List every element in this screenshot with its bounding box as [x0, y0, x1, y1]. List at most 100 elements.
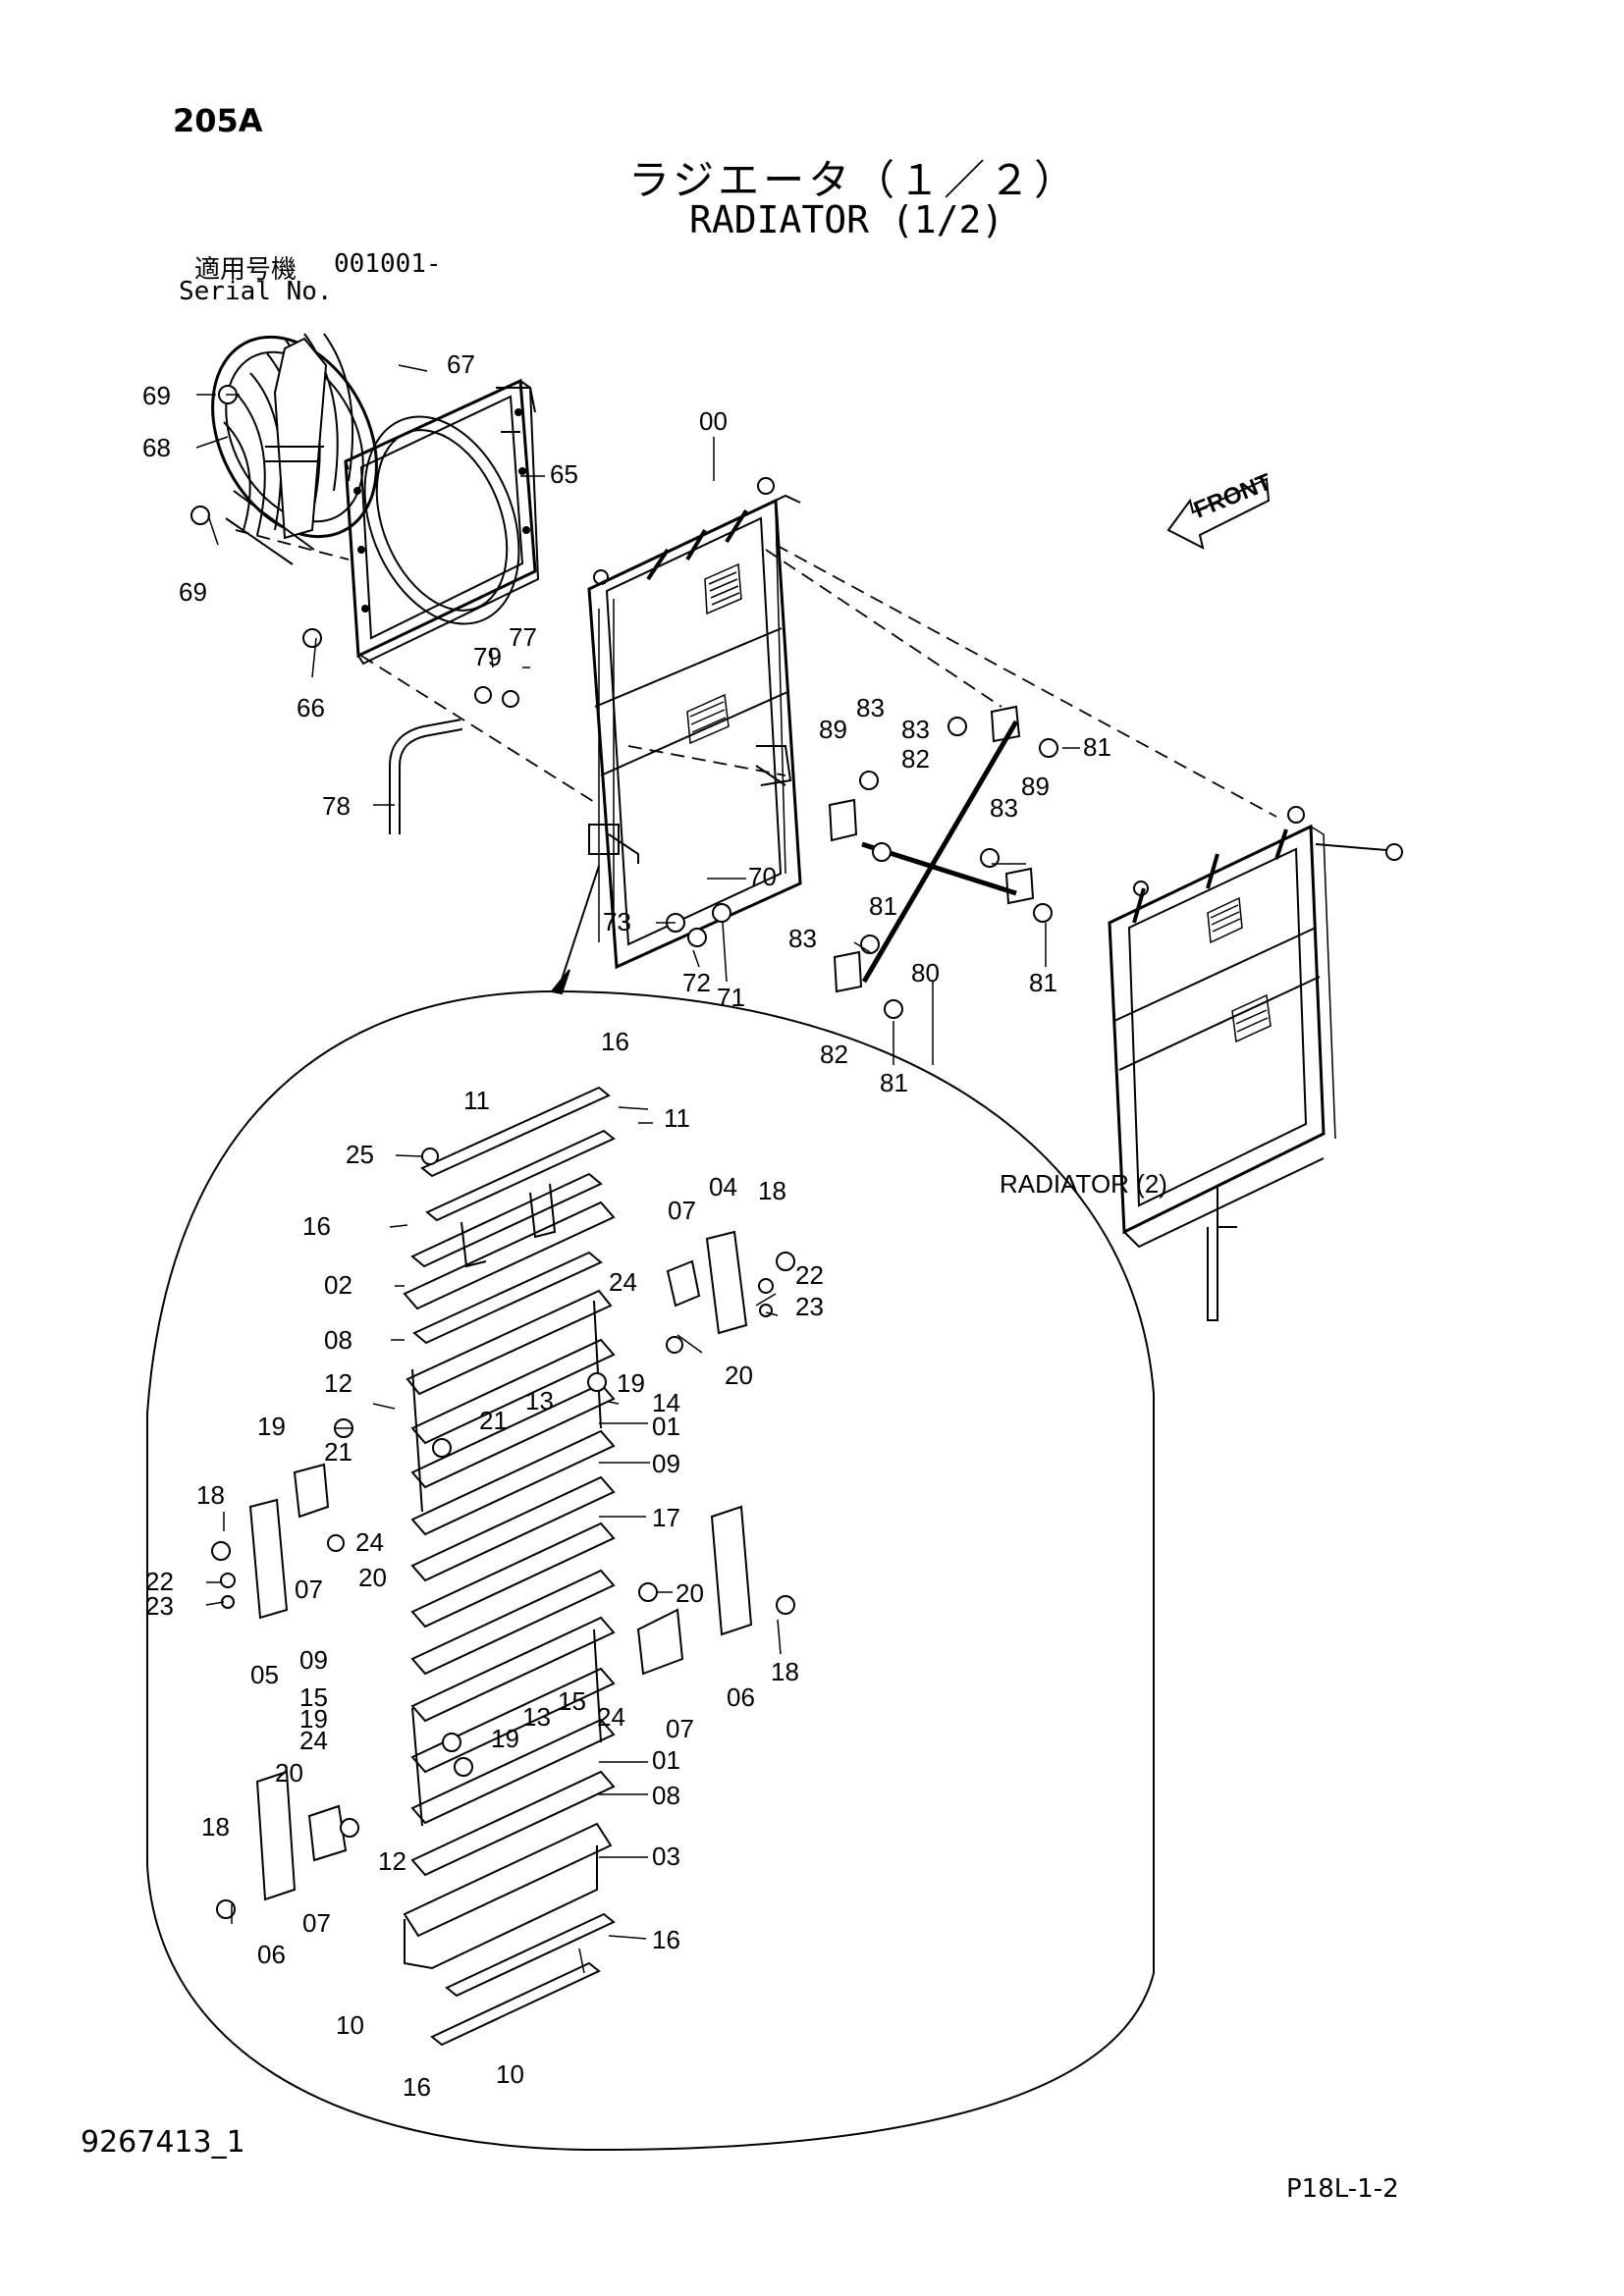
serial-number-value: 001001- — [334, 249, 442, 279]
fan-part-68 — [211, 333, 378, 565]
callout-13: 13 — [525, 1386, 554, 1415]
callout-20-b: 20 — [358, 1563, 387, 1592]
callout-08: 08 — [324, 1325, 352, 1355]
callout-13-b: 13 — [522, 1702, 551, 1732]
serial-label-japanese: 適用号機 — [194, 255, 298, 285]
bolt-group — [190, 385, 1058, 1019]
callout-83-d: 83 — [788, 924, 817, 953]
callout-19: 19 — [617, 1368, 645, 1398]
callout-22-b: 22 — [145, 1567, 174, 1596]
callout-16-c: 16 — [652, 1925, 680, 1954]
page-reference: P18L-1-2 — [1286, 2174, 1399, 2204]
callout-06: 06 — [727, 1682, 755, 1712]
callout-02: 02 — [324, 1270, 352, 1300]
callout-68: 68 — [142, 433, 171, 462]
callout-89-b: 89 — [1021, 772, 1050, 801]
callout-11: 11 — [463, 1086, 490, 1115]
callout-04: 04 — [709, 1172, 737, 1201]
hose-part-78 — [389, 719, 463, 834]
callout-79: 79 — [473, 642, 502, 671]
callout-23: 23 — [795, 1292, 824, 1321]
callout-20-d: 20 — [275, 1758, 303, 1788]
callout-12-b: 12 — [378, 1846, 406, 1876]
callout-16-b: 16 — [302, 1211, 331, 1241]
callout-05: 05 — [250, 1660, 279, 1689]
callout-10: 10 — [336, 2010, 364, 2040]
callout-82-b: 82 — [820, 1040, 848, 1069]
callout-14: 14 — [652, 1388, 680, 1417]
callout-03: 03 — [652, 1842, 680, 1871]
radiator-core-stack — [403, 1086, 616, 2047]
callout-71: 71 — [717, 983, 745, 1012]
callout-01: 01 — [652, 1412, 680, 1441]
callout-24: 24 — [609, 1267, 637, 1297]
radiator-2-label: RADIATOR (2) — [1000, 1169, 1167, 1199]
callout-83-b: 83 — [901, 715, 930, 744]
callout-21-b: 21 — [324, 1437, 352, 1467]
callout-81-d: 81 — [880, 1068, 908, 1097]
callout-81: 81 — [1083, 732, 1111, 762]
callout-83-c: 83 — [990, 793, 1018, 823]
serial-label-english: Serial No. — [179, 277, 333, 306]
section-code: 205A — [173, 102, 263, 139]
callout-06-b: 06 — [257, 1940, 286, 1969]
callout-15-b: 15 — [558, 1686, 586, 1716]
callout-12: 12 — [324, 1368, 352, 1398]
callout-09: 09 — [652, 1449, 680, 1478]
callout-89: 89 — [819, 715, 847, 744]
callout-20-c: 20 — [676, 1578, 704, 1608]
side-bracket-group — [248, 1230, 753, 1901]
shroud-part-65 — [344, 378, 540, 666]
callout-22: 22 — [795, 1260, 824, 1290]
callout-01-b: 01 — [652, 1745, 680, 1775]
callout-07-b: 07 — [295, 1575, 323, 1604]
callout-20: 20 — [725, 1361, 753, 1390]
callout-18-b: 18 — [196, 1480, 225, 1510]
callout-18: 18 — [758, 1176, 786, 1205]
callout-17: 17 — [652, 1503, 680, 1532]
callout-15: 15 — [299, 1682, 328, 1712]
callout-08-b: 08 — [652, 1781, 680, 1810]
callout-19-c: 19 — [299, 1704, 328, 1734]
callout-67: 67 — [447, 349, 475, 379]
callout-09-b: 09 — [299, 1645, 328, 1675]
callout-82: 82 — [901, 744, 930, 774]
callout-07: 07 — [668, 1196, 696, 1225]
callout-24-d: 24 — [299, 1726, 328, 1755]
callout-65: 65 — [550, 459, 578, 489]
callout-73: 73 — [603, 907, 631, 936]
callout-70: 70 — [748, 862, 777, 891]
callout-83: 83 — [856, 693, 885, 722]
callout-80: 80 — [911, 958, 940, 988]
callout-16-d: 16 — [403, 2072, 431, 2102]
callout-81-c: 81 — [1029, 968, 1057, 997]
callout-18-d: 18 — [201, 1812, 230, 1842]
front-arrow-icon — [1166, 477, 1271, 550]
callout-00: 00 — [699, 406, 728, 436]
callout-69: 69 — [142, 381, 171, 410]
callout-16: 16 — [601, 1027, 629, 1056]
callout-24-b: 24 — [355, 1527, 384, 1557]
callout-21: 21 — [479, 1406, 508, 1435]
callout-19-b: 19 — [257, 1412, 286, 1441]
callout-78: 78 — [322, 791, 351, 821]
callout-11-b: 11 — [664, 1103, 690, 1133]
callout-10-b: 10 — [496, 2059, 524, 2089]
callout-19-d: 19 — [491, 1724, 519, 1753]
callout-81-b: 81 — [869, 891, 897, 921]
callout-07-c: 07 — [666, 1714, 694, 1743]
radiator-part-2 — [1108, 806, 1403, 1321]
callout-72: 72 — [682, 968, 711, 997]
stay-rod-part-80 — [828, 705, 1035, 993]
callout-25: 25 — [346, 1140, 374, 1169]
document-id: 9267413_1 — [81, 2125, 245, 2160]
callout-18-c: 18 — [771, 1657, 799, 1686]
callout-69-b: 69 — [179, 577, 207, 607]
callout-07-d: 07 — [302, 1908, 331, 1938]
title-japanese: ラジエータ（１／２） — [628, 156, 1080, 204]
callout-77: 77 — [509, 622, 537, 652]
title-english: RADIATOR (1/2) — [689, 198, 1004, 241]
enlarged-view-outline — [146, 989, 1155, 2152]
callout-23-b: 23 — [145, 1591, 174, 1621]
